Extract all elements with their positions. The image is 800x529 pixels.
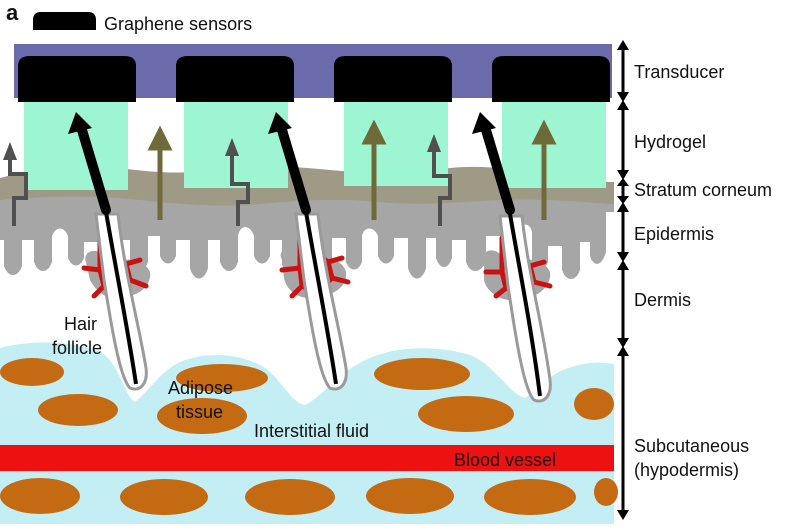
layer-label-stratum-corneum: Stratum corneum xyxy=(634,180,772,200)
hypodermis-layer xyxy=(0,342,618,524)
hair-follicle-label-2: follicle xyxy=(52,338,102,358)
adipose-cell xyxy=(245,479,335,515)
hydrogel-pad xyxy=(502,100,606,188)
adipose-cell xyxy=(574,388,614,420)
stepped-arrow xyxy=(432,150,452,226)
stepped-arrow xyxy=(8,158,28,226)
scale-arrowhead xyxy=(617,338,629,348)
hydrogel-pad xyxy=(184,100,288,188)
graphene-sensor-icon xyxy=(18,56,136,102)
scale-arrowhead xyxy=(617,260,629,270)
blood-vessel-label: Blood vessel xyxy=(454,450,556,470)
hair-strand xyxy=(508,213,542,397)
adipose-cells xyxy=(0,358,618,515)
graphene-sensor-icon xyxy=(334,56,452,102)
stepped-arrow xyxy=(230,154,250,226)
scale-arrowheads xyxy=(617,40,629,520)
graphene-sensors xyxy=(18,56,610,102)
interstitial-fluid-region xyxy=(0,342,614,524)
scale-arrowhead xyxy=(617,252,629,262)
adipose-cell xyxy=(484,479,576,515)
layer-label-hydrogel: Hydrogel xyxy=(634,132,706,152)
adipose-cell xyxy=(418,396,514,432)
olive-arrows xyxy=(147,119,557,220)
adipose-cell xyxy=(366,478,454,514)
adipose-cell xyxy=(38,394,118,426)
graphene-sensor-icon xyxy=(492,56,610,102)
adipose-cell xyxy=(594,478,618,506)
layer-label-epidermis: Epidermis xyxy=(634,224,714,244)
scale-arrowhead xyxy=(617,196,629,204)
hair-follicle-label-1: Hair xyxy=(64,314,97,334)
adipose-cell xyxy=(176,364,268,392)
hair-shaft xyxy=(481,125,515,215)
scale-arrowhead xyxy=(617,100,629,110)
scale-arrowhead xyxy=(617,202,629,212)
adipose-label-2: tissue xyxy=(176,402,223,422)
hair-tip-icon xyxy=(268,112,292,134)
adipose-cell xyxy=(0,478,80,514)
interstitial-fluid-label: Interstitial fluid xyxy=(254,421,369,441)
hair-shaft xyxy=(77,125,111,215)
hair-shaft xyxy=(277,125,311,215)
grey-stepped-arrows xyxy=(8,150,452,226)
legend-sensor-label: Graphene sensors xyxy=(104,14,252,34)
layer-label-subcutaneous-2: (hypodermis) xyxy=(634,460,739,480)
scale-arrowhead xyxy=(617,346,629,356)
adipose-cell xyxy=(0,358,64,386)
layer-label-transducer: Transducer xyxy=(634,62,724,82)
adipose-cell xyxy=(157,398,247,434)
adipose-cell xyxy=(120,479,208,515)
blood-vessel xyxy=(0,445,614,471)
graphene-sensor-icon xyxy=(176,56,294,102)
hair-strand xyxy=(104,211,138,385)
scale-arrowhead xyxy=(617,40,629,50)
adipose-label-1: Adipose xyxy=(168,378,233,398)
stepped-arrow-head xyxy=(3,142,17,160)
hairs xyxy=(68,112,552,403)
scale-arrowhead xyxy=(617,170,629,180)
scale-arrowhead xyxy=(617,178,629,186)
adipose-cell xyxy=(374,358,470,390)
panel-letter: a xyxy=(6,0,19,25)
legend-sensor-icon xyxy=(33,12,96,30)
layer-label-subcutaneous-1: Subcutaneous xyxy=(634,436,749,456)
hair-strand xyxy=(304,211,338,385)
hair-tip-icon xyxy=(68,112,92,134)
layer-label-dermis: Dermis xyxy=(634,290,691,310)
stratum-corneum-region xyxy=(0,165,614,206)
hair-tip-icon xyxy=(472,112,496,134)
scale-arrowhead xyxy=(617,92,629,102)
stepped-arrow-heads xyxy=(3,134,441,160)
scale-arrowhead xyxy=(617,510,629,520)
stepped-arrow-head xyxy=(427,134,441,152)
stepped-arrow-head xyxy=(225,138,239,156)
